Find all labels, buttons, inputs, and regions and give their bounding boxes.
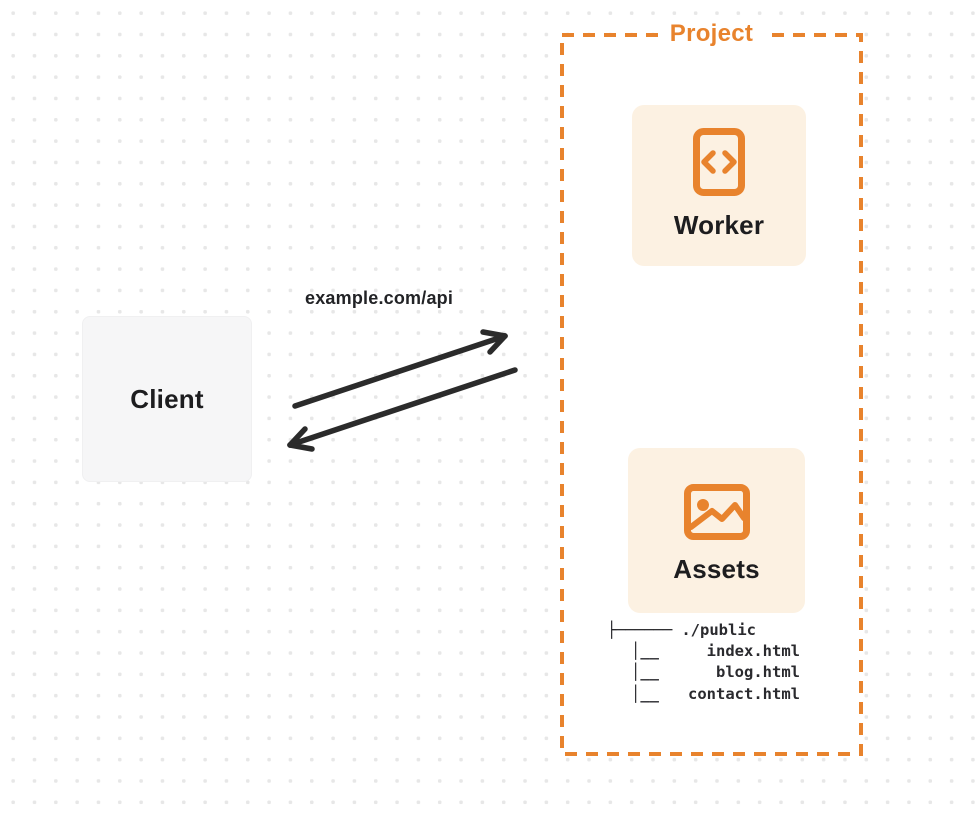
tree-row-blog: │__ blog.html <box>607 662 800 683</box>
assets-node: Assets <box>628 448 805 613</box>
request-url-label: example.com/api <box>305 288 454 308</box>
code-file-icon <box>693 128 745 196</box>
tree-entry-name: ./public <box>681 621 756 639</box>
tree-branch-glyph: │__ <box>631 663 659 682</box>
file-tree: ├────── ./public │__ index.html │__ blog.ht… <box>607 620 800 705</box>
tree-branch-glyph: │__ <box>631 642 659 661</box>
project-boundary: Project Worker Assets ├────── ./public <box>560 21 863 756</box>
client-node: Client <box>82 316 252 482</box>
project-label: Project <box>657 21 766 47</box>
worker-label: Worker <box>673 210 765 240</box>
client-label: Client <box>130 383 204 414</box>
request-arrow <box>292 329 508 409</box>
tree-row-index: │__ index.html <box>607 641 800 662</box>
tree-row-public: ├────── ./public <box>607 620 800 641</box>
tree-branch-glyph: │__ <box>631 684 659 703</box>
tree-row-contact: │__ contact.html <box>607 684 800 705</box>
tree-branch-glyph: ├────── <box>607 621 673 639</box>
tree-entry-name: index.html <box>706 642 800 661</box>
tree-entry-name: contact.html <box>688 684 800 703</box>
worker-node: Worker <box>632 105 806 266</box>
response-arrow <box>287 367 518 452</box>
image-icon <box>683 484 750 540</box>
assets-label: Assets <box>673 554 760 584</box>
tree-entry-name: blog.html <box>716 663 800 682</box>
